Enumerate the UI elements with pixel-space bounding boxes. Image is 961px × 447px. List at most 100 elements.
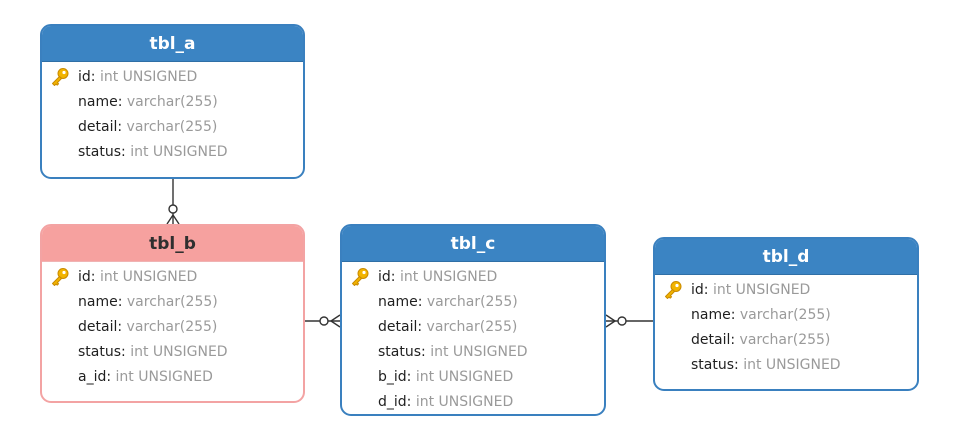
column-row[interactable]: detail: varchar(255) (42, 114, 303, 139)
column-icon-slot (342, 289, 378, 314)
column-icon-slot (342, 389, 378, 414)
zero-optional-marker (617, 316, 627, 326)
column-type: int UNSIGNED (130, 143, 228, 160)
column-name: b_id (378, 368, 407, 385)
column-icon-slot (655, 302, 691, 327)
primary-key-slot (42, 264, 78, 289)
column-separator: : (106, 368, 116, 385)
column-type: varchar(255) (126, 118, 218, 135)
table-title[interactable]: tbl_c (342, 226, 604, 262)
column-name: detail (78, 318, 118, 335)
column-separator: : (121, 343, 131, 360)
key-icon (350, 267, 370, 287)
column-name: name (691, 306, 731, 323)
column-row[interactable]: detail: varchar(255) (655, 327, 917, 352)
column-row[interactable]: status: int UNSIGNED (655, 352, 917, 377)
crowfoot-prong (605, 314, 616, 322)
column-separator: : (117, 93, 127, 110)
column-name: name (78, 293, 118, 310)
column-type: int UNSIGNED (415, 368, 514, 385)
column-icon-slot (42, 89, 78, 114)
column-separator: : (117, 318, 127, 335)
column-icon-slot (655, 327, 691, 352)
column-name: status (78, 343, 122, 360)
column-type: int UNSIGNED (130, 343, 228, 360)
column-row[interactable]: a_id: int UNSIGNED (42, 364, 303, 389)
zero-optional-marker (319, 316, 329, 326)
column-separator: : (730, 306, 740, 323)
column-name: d_id (378, 393, 407, 410)
column-name: detail (378, 318, 418, 335)
column-type: varchar(255) (739, 306, 831, 323)
table-title[interactable]: tbl_a (42, 26, 303, 62)
column-row[interactable]: id: int UNSIGNED (42, 264, 303, 289)
column-type: varchar(255) (426, 318, 518, 335)
column-icon-slot (42, 114, 78, 139)
column-row[interactable]: status: int UNSIGNED (42, 339, 303, 364)
column-type: varchar(255) (739, 331, 831, 348)
column-type: int UNSIGNED (415, 393, 514, 410)
column-icon-slot (342, 314, 378, 339)
column-row[interactable]: name: varchar(255) (42, 89, 303, 114)
column-icon-slot (342, 339, 378, 364)
column-row[interactable]: id: int UNSIGNED (342, 264, 604, 289)
column-separator: : (117, 293, 127, 310)
relationship-a-b[interactable] (166, 179, 180, 225)
column-type: int UNSIGNED (99, 268, 198, 285)
crowfoot-prong (605, 320, 616, 328)
key-icon (663, 280, 683, 300)
column-row[interactable]: id: int UNSIGNED (655, 277, 917, 302)
column-separator: : (734, 356, 744, 373)
relationship-b-c[interactable] (305, 314, 341, 328)
column-type: int UNSIGNED (743, 356, 841, 373)
column-row[interactable]: name: varchar(255) (342, 289, 604, 314)
column-name: id (78, 268, 91, 285)
column-name: status (691, 356, 735, 373)
column-type: varchar(255) (426, 293, 518, 310)
column-separator: : (730, 331, 740, 348)
column-name: a_id (78, 368, 107, 385)
column-icon-slot (42, 289, 78, 314)
primary-key-slot (342, 264, 378, 289)
table-title[interactable]: tbl_b (42, 226, 303, 262)
primary-key-slot (42, 64, 78, 89)
relationship-d-c[interactable] (605, 314, 653, 328)
column-icon-slot (42, 139, 78, 164)
column-separator: : (390, 268, 400, 285)
column-type: int UNSIGNED (712, 281, 811, 298)
crowfoot-prong (330, 320, 341, 328)
column-separator: : (417, 293, 427, 310)
column-name: id (691, 281, 704, 298)
column-icon-slot (42, 339, 78, 364)
primary-key-slot (655, 277, 691, 302)
column-row[interactable]: b_id: int UNSIGNED (342, 364, 604, 389)
column-row[interactable]: name: varchar(255) (655, 302, 917, 327)
column-row[interactable]: name: varchar(255) (42, 289, 303, 314)
column-row[interactable]: d_id: int UNSIGNED (342, 389, 604, 414)
column-row[interactable]: id: int UNSIGNED (42, 64, 303, 89)
column-row[interactable]: status: int UNSIGNED (342, 339, 604, 364)
column-type: int UNSIGNED (399, 268, 498, 285)
table-title[interactable]: tbl_d (655, 239, 917, 275)
column-name: id (378, 268, 391, 285)
column-icon-slot (655, 352, 691, 377)
column-name: status (378, 343, 422, 360)
column-row[interactable]: status: int UNSIGNED (42, 139, 303, 164)
column-separator: : (117, 118, 127, 135)
column-row[interactable]: detail: varchar(255) (42, 314, 303, 339)
column-name: status (78, 143, 122, 160)
column-row[interactable]: detail: varchar(255) (342, 314, 604, 339)
column-separator: : (406, 393, 416, 410)
zero-optional-marker (168, 204, 178, 214)
column-separator: : (406, 368, 416, 385)
column-icon-slot (342, 364, 378, 389)
